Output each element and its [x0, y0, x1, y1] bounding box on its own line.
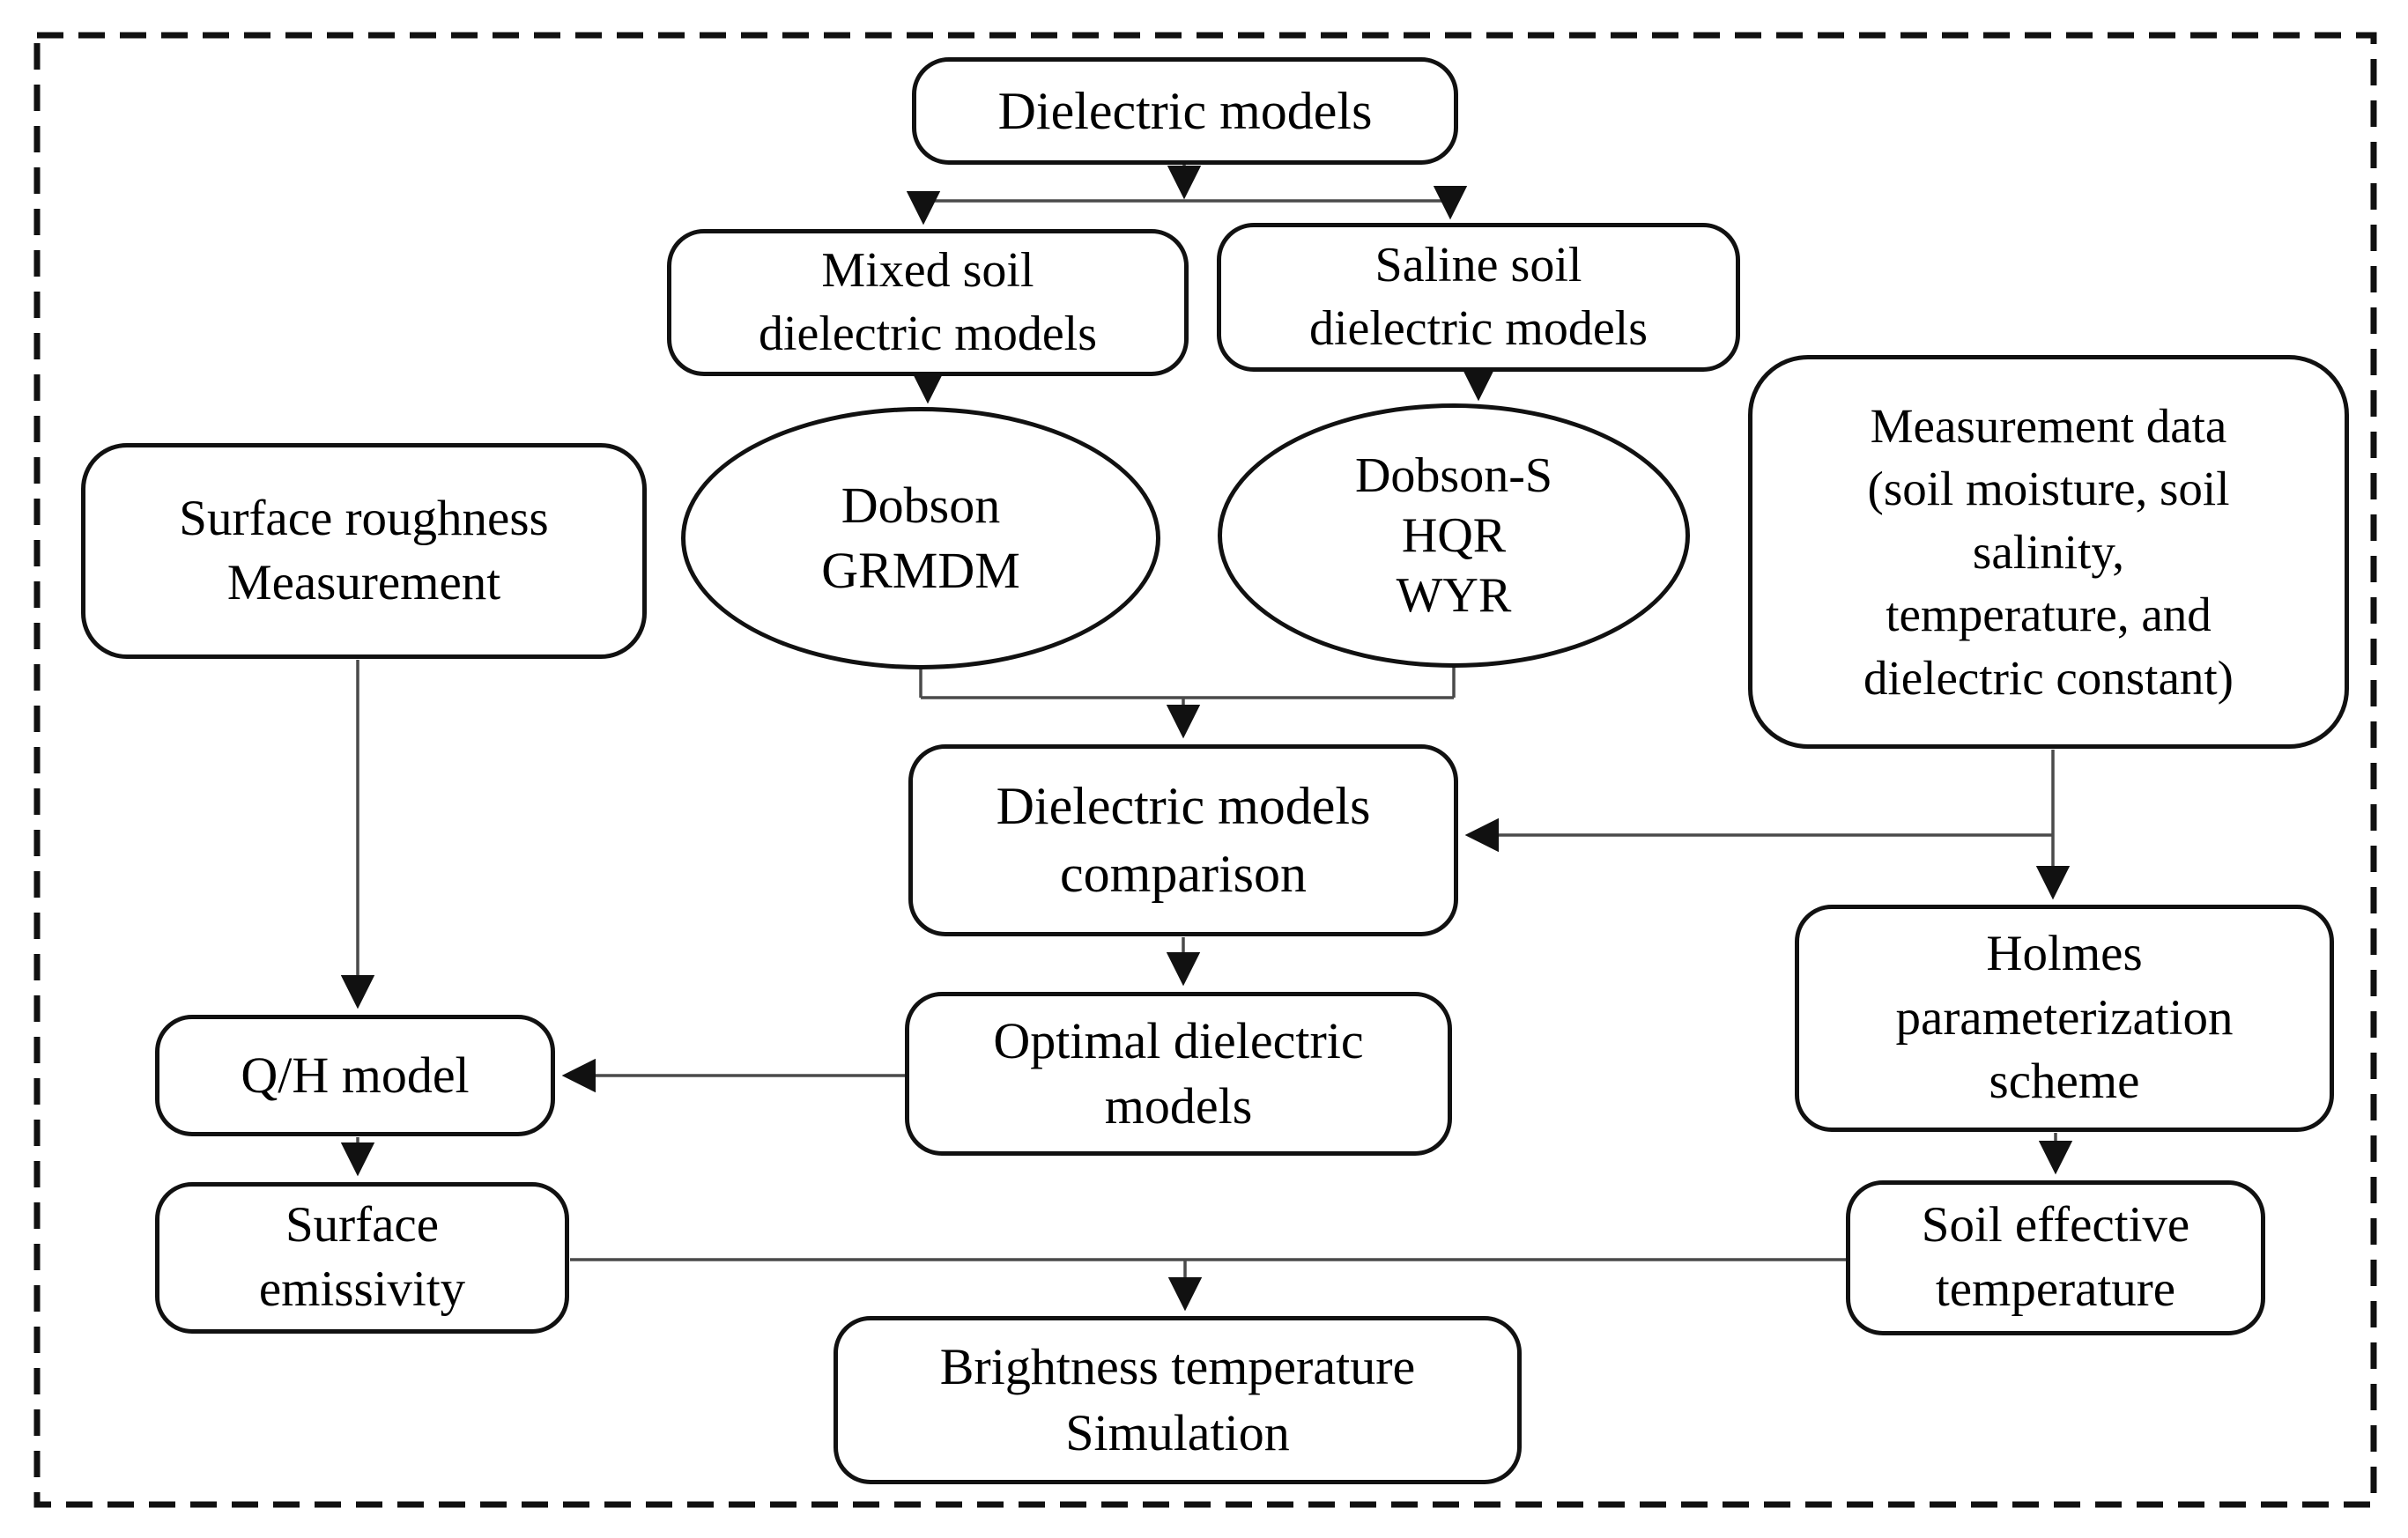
- node-surface-roughness-label: Surface roughness Measurement: [179, 490, 549, 610]
- node-brightness-temperature-simulation: Brightness temperature Simulation: [834, 1316, 1522, 1484]
- node-dobson-s-hqr-wyr-label: Dobson-S HQR WYR: [1354, 447, 1553, 624]
- node-qh-model: Q/H model: [155, 1015, 555, 1136]
- diagram-dashed-border: [33, 32, 2377, 1508]
- node-optimal-label: Optimal dielectric models: [993, 1011, 1364, 1135]
- node-dobson-grmdm: Dobson GRMDM: [681, 407, 1160, 669]
- node-measurement-data-label: Measurement data (soil moisture, soil sa…: [1863, 398, 2234, 705]
- node-soil-effective-temperature-label: Soil effective temperature: [1921, 1197, 2190, 1317]
- node-soil-effective-temperature: Soil effective temperature: [1846, 1180, 2265, 1335]
- node-mixed-soil-dielectric-models: Mixed soil dielectric models: [667, 229, 1189, 376]
- node-holmes-label: Holmes parameterization scheme: [1895, 925, 2234, 1110]
- node-saline-soil-label: Saline soil dielectric models: [1308, 237, 1649, 356]
- node-mixed-soil-label: Mixed soil dielectric models: [758, 242, 1098, 361]
- node-dobson-grmdm-label: Dobson GRMDM: [821, 476, 1020, 599]
- node-dielectric-models-comparison: Dielectric models comparison: [908, 744, 1458, 936]
- node-saline-soil-dielectric-models: Saline soil dielectric models: [1217, 223, 1740, 372]
- node-dielectric-models: Dielectric models: [912, 57, 1458, 165]
- node-dielectric-models-label: Dielectric models: [997, 81, 1373, 140]
- node-surface-emissivity-label: Surface emissivity: [258, 1197, 466, 1317]
- node-dobson-s-hqr-wyr: Dobson-S HQR WYR: [1218, 403, 1690, 668]
- node-measurement-data: Measurement data (soil moisture, soil sa…: [1748, 355, 2349, 749]
- node-brightness-label: Brightness temperature Simulation: [939, 1338, 1416, 1461]
- node-optimal-dielectric-models: Optimal dielectric models: [905, 992, 1452, 1156]
- node-qh-model-label: Q/H model: [241, 1046, 470, 1104]
- node-holmes-parameterization-scheme: Holmes parameterization scheme: [1795, 905, 2334, 1132]
- node-surface-roughness-measurement: Surface roughness Measurement: [81, 443, 647, 659]
- node-comparison-label: Dielectric models comparison: [996, 777, 1371, 903]
- node-surface-emissivity: Surface emissivity: [155, 1182, 569, 1334]
